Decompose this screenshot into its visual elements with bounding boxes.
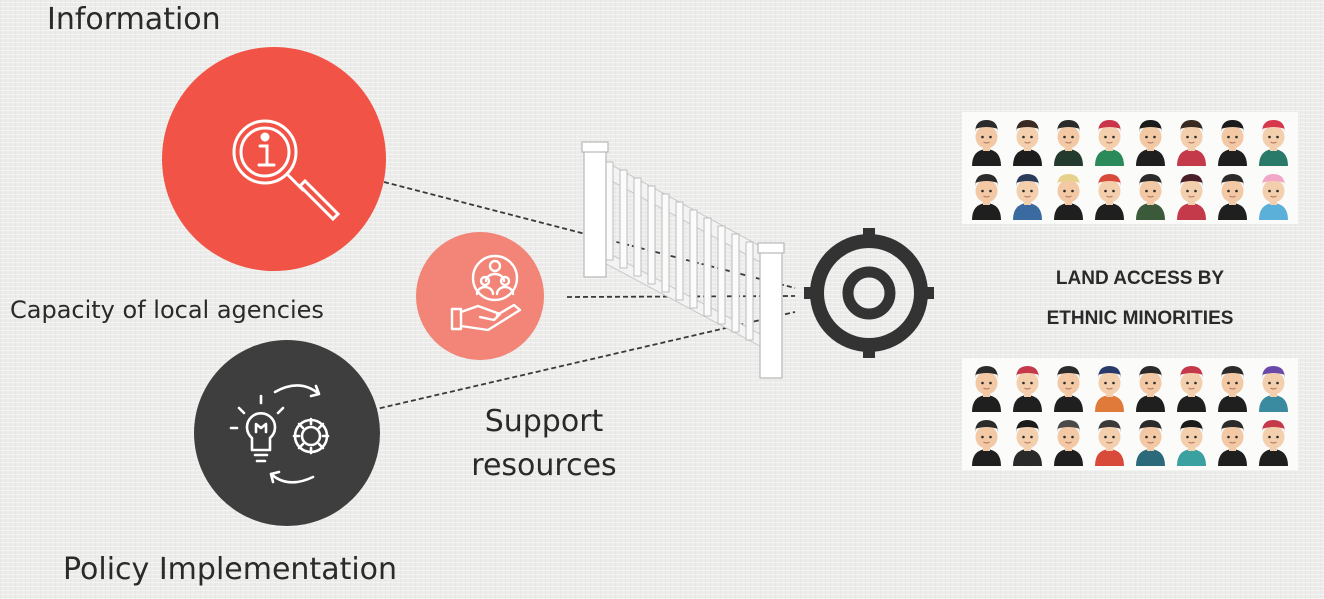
person-avatar-icon <box>1095 366 1124 412</box>
label-information: Information <box>47 2 221 37</box>
person-avatar-icon <box>1013 120 1042 166</box>
person-avatar-icon <box>972 174 1001 220</box>
person-avatar-icon <box>1013 420 1042 466</box>
person-avatar-icon <box>1136 366 1165 412</box>
person-avatar-icon <box>1177 120 1206 166</box>
person-avatar-icon <box>1177 366 1206 412</box>
label-support-resources: Support resources <box>462 400 626 488</box>
person-avatar-icon <box>1136 120 1165 166</box>
person-avatar-icon <box>1177 174 1206 220</box>
fence-gate-icon <box>581 141 785 379</box>
target-label-line2: ETHNIC MINORITIES <box>1046 308 1234 329</box>
policy-circle <box>194 340 380 526</box>
person-avatar-icon <box>1259 174 1288 220</box>
person-avatar-icon <box>1054 174 1083 220</box>
label-support-line2: resources <box>471 448 617 483</box>
person-avatar-icon <box>1259 366 1288 412</box>
person-avatar-icon <box>1054 366 1083 412</box>
person-avatar-icon <box>1136 420 1165 466</box>
person-avatar-icon <box>1218 366 1247 412</box>
person-avatar-icon <box>1095 174 1124 220</box>
connector-policy <box>371 311 796 411</box>
label-policy: Policy Implementation <box>63 552 398 587</box>
capacity-node <box>416 232 544 360</box>
person-avatar-icon <box>1218 174 1247 220</box>
person-avatar-icon <box>1177 420 1206 466</box>
person-avatar-icon <box>1013 366 1042 412</box>
ethnic-people-grid-bottom <box>962 358 1298 470</box>
information-node <box>162 47 386 271</box>
info-search-icon <box>232 119 341 222</box>
person-avatar-icon <box>1054 420 1083 466</box>
label-capacity: Capacity of local agencies <box>10 296 324 324</box>
capacity-circle <box>416 232 544 360</box>
target-label-line1: LAND ACCESS BY <box>1055 268 1225 289</box>
person-avatar-icon <box>972 420 1001 466</box>
person-avatar-icon <box>1136 174 1165 220</box>
person-avatar-icon <box>972 120 1001 166</box>
person-avatar-icon <box>1218 120 1247 166</box>
policy-node <box>194 340 380 526</box>
person-avatar-icon <box>1095 420 1124 466</box>
person-avatar-icon <box>1013 174 1042 220</box>
target-label: LAND ACCESS BY ETHNIC MINORITIES <box>990 259 1290 339</box>
crosshair-target-icon <box>804 228 934 358</box>
idea-process-icon <box>229 384 330 484</box>
information-circle <box>162 47 386 271</box>
people-in-hand-icon <box>450 254 522 332</box>
person-avatar-icon <box>1095 120 1124 166</box>
person-avatar-icon <box>972 366 1001 412</box>
person-avatar-icon <box>1054 120 1083 166</box>
ethnic-people-grid-top <box>962 112 1298 224</box>
person-avatar-icon <box>1259 420 1288 466</box>
label-support-line1: Support <box>484 404 604 439</box>
person-avatar-icon <box>1218 420 1247 466</box>
person-avatar-icon <box>1259 120 1288 166</box>
